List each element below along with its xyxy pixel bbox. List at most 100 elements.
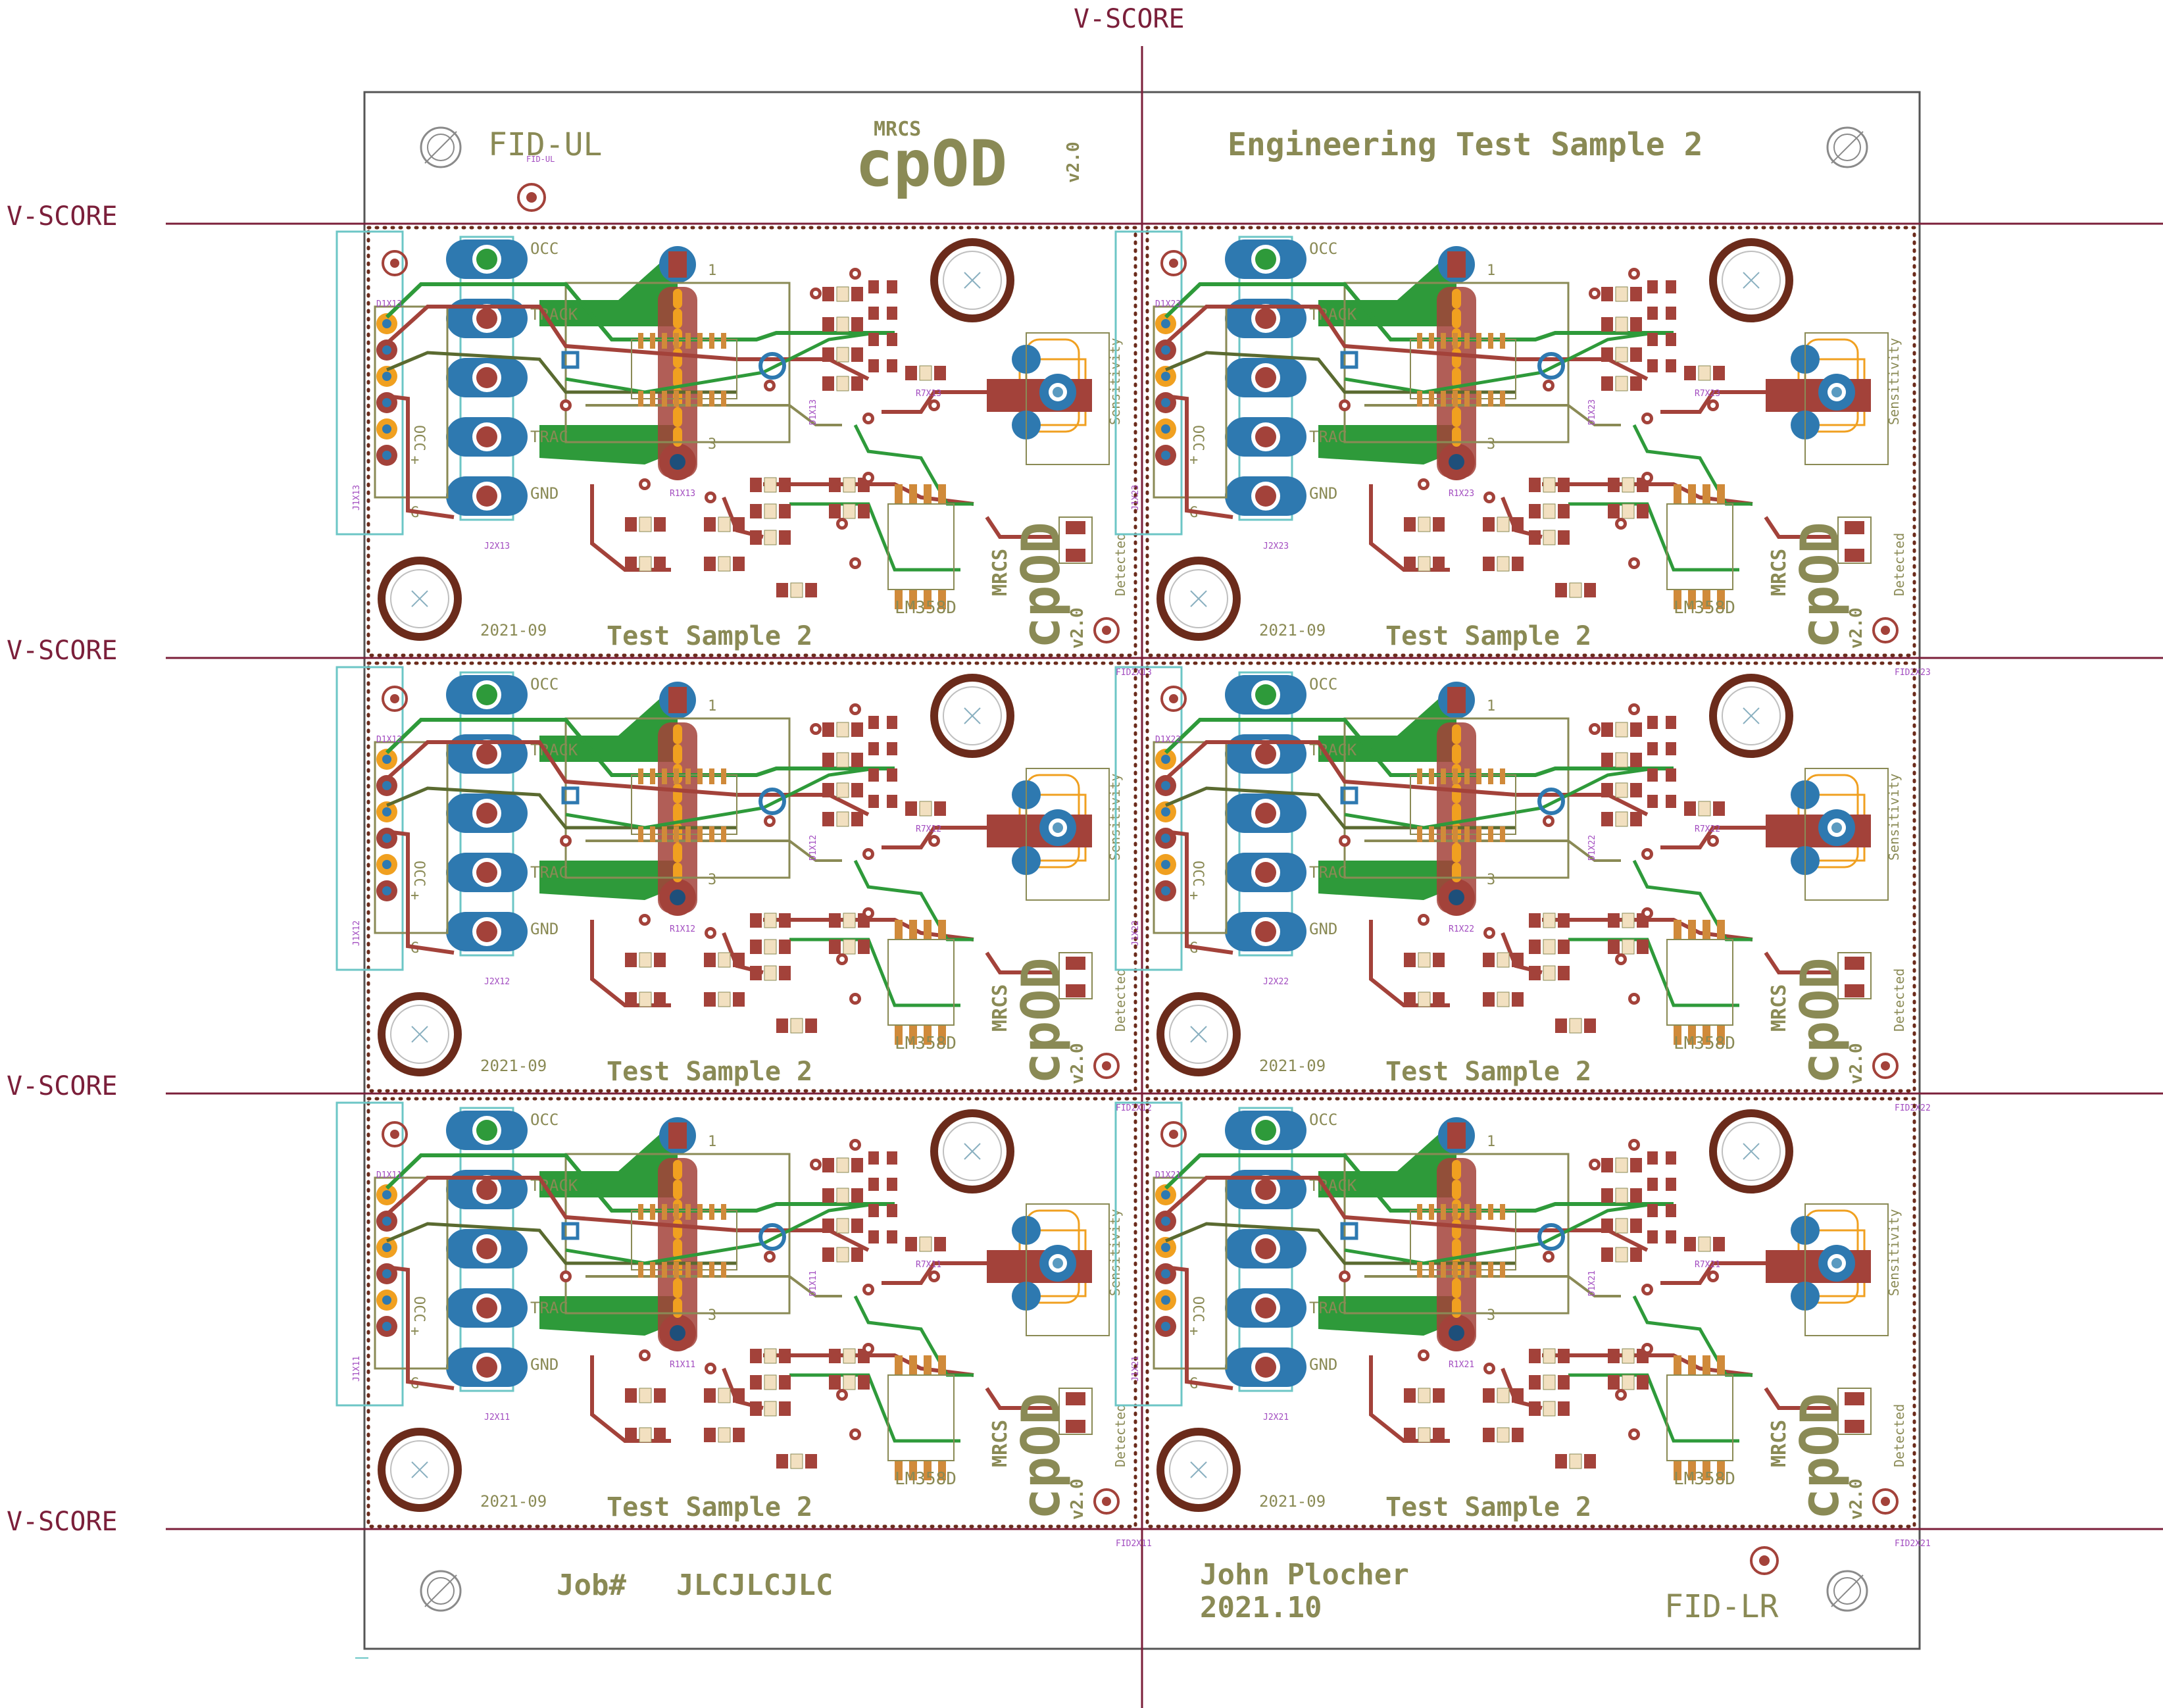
ref-j1: J1X22 — [1131, 920, 1141, 946]
board-outline — [1145, 661, 1916, 1093]
sensor-pin3-label: 3 — [1487, 872, 1495, 888]
led-pad — [1766, 1250, 1871, 1283]
ref-fid: FID2X22 — [1895, 1103, 1931, 1113]
ref-d1: D1X21 — [1155, 1170, 1181, 1180]
smd-component — [749, 503, 791, 519]
r7-resistor — [905, 801, 947, 816]
detected-label: Detected — [1112, 1404, 1128, 1467]
board-version-label: v2.0 — [1847, 607, 1866, 649]
r7-resistor — [1683, 801, 1726, 816]
board-version-label: v2.0 — [1068, 607, 1087, 649]
mount-hole — [382, 1432, 458, 1508]
smd-component — [822, 782, 864, 798]
board-mrcs-label: MRCS — [1768, 984, 1791, 1032]
terminal-gnd-label: GND — [530, 1355, 559, 1374]
smd-component — [749, 1401, 791, 1417]
fid-lr-label: FID-LR — [1664, 1588, 1778, 1625]
via-round — [758, 1223, 786, 1251]
header-occ-label: OCC — [1189, 425, 1206, 451]
led-pad — [1766, 379, 1871, 412]
smd-component — [1601, 811, 1643, 827]
header-occ-label: OCC — [410, 1296, 427, 1322]
board-outline — [366, 661, 1137, 1093]
board-mrcs-label: MRCS — [1768, 549, 1791, 596]
vscore-label-4: V-SCORE — [7, 1507, 118, 1537]
ref-d1x: D1X13 — [808, 399, 818, 425]
smd-component — [822, 1247, 864, 1263]
ref-j1: J1X12 — [352, 920, 362, 946]
sensor-pad-top-sq — [1447, 251, 1466, 278]
connector-outline — [336, 230, 404, 536]
sensor-pad-top-sq — [1447, 687, 1466, 713]
sensor-outline — [564, 282, 791, 443]
terminal-occ-label: OCC — [530, 675, 559, 693]
smd-component — [749, 1348, 791, 1364]
terminal-occ-label: OCC — [1309, 675, 1337, 693]
fid-ul-small: FID-UL — [526, 155, 555, 164]
board-date-label: 2021-09 — [1259, 1057, 1326, 1075]
board-outline — [1145, 226, 1916, 657]
ref-d1x: D1X23 — [1587, 399, 1597, 425]
sensitivity-label: Sensitivity — [1886, 1209, 1902, 1296]
board-mrcs-label: MRCS — [989, 549, 1012, 596]
terminal-trac-label: TRAC — [1309, 428, 1347, 446]
smd-component — [749, 913, 791, 928]
mount-hole — [1160, 561, 1237, 637]
smd-component — [828, 503, 870, 519]
smd-component — [703, 952, 745, 968]
connector-outline — [1114, 230, 1183, 536]
header-plus-label: + — [410, 1323, 419, 1340]
chip-label: LM358D — [1674, 598, 1735, 618]
smd-component — [1601, 376, 1643, 391]
smd-component — [624, 516, 666, 532]
ref-r1: R1X21 — [1449, 1360, 1474, 1370]
sensor-pin1-label: 1 — [1487, 1134, 1495, 1150]
vscore-lines — [166, 46, 2163, 1708]
ref-d1x: D1X22 — [1587, 835, 1597, 861]
led-pad — [987, 815, 1092, 847]
ref-r1: R1X11 — [670, 1360, 695, 1370]
led-pad — [987, 379, 1092, 412]
board-date-label: 2021-09 — [480, 621, 547, 640]
board-outline — [1145, 1097, 1916, 1528]
sensor-pad-top-sq — [668, 687, 687, 713]
sensor-pin3-label: 3 — [708, 436, 716, 453]
smd-component — [1403, 516, 1445, 532]
detected-label: Detected — [1112, 968, 1128, 1032]
detected-label: Detected — [1891, 968, 1907, 1032]
board-23: 13OCCTRACKTRACGNDOCC+GR7X23LM358DSensiti… — [1114, 226, 1931, 678]
board-cpod-label: cpOD — [1010, 957, 1072, 1084]
smd-component — [749, 477, 791, 493]
sensor-pin1-label: 1 — [1487, 263, 1495, 279]
board-outline — [366, 1097, 1137, 1528]
board-version-label: v2.0 — [1847, 1043, 1866, 1084]
smd-component — [1482, 952, 1524, 968]
board-mrcs-label: MRCS — [989, 984, 1012, 1032]
smd-component — [703, 1427, 745, 1443]
ref-j1: J1X23 — [1131, 485, 1141, 511]
smd-component — [1528, 1401, 1570, 1417]
header-plus-label: + — [1189, 1323, 1198, 1340]
header-plus-label: + — [1189, 888, 1198, 904]
smd-component — [1528, 913, 1570, 928]
r7-resistor — [905, 1236, 947, 1252]
top-mrcs: MRCS — [874, 118, 921, 141]
header-plus-label: + — [410, 452, 419, 468]
smd-component — [703, 516, 745, 532]
sensor-outline — [564, 1153, 791, 1315]
smd-component — [822, 286, 864, 302]
smd-component — [624, 556, 666, 572]
smd-component — [822, 1157, 864, 1173]
sensor-outline — [1343, 1153, 1570, 1315]
smd-component — [1554, 582, 1597, 598]
smd-component — [624, 952, 666, 968]
smd-component — [1607, 939, 1649, 955]
detected-label: Detected — [1891, 1404, 1907, 1467]
smd-component — [1554, 1018, 1597, 1034]
chip-label: LM358D — [1674, 1469, 1735, 1489]
board-name-label: Test Sample 2 — [607, 621, 812, 651]
header-plus-label: + — [1189, 452, 1198, 468]
via-round — [1537, 1223, 1565, 1251]
sensitivity-label: Sensitivity — [1886, 774, 1902, 861]
board-cpod-label: cpOD — [1010, 522, 1072, 649]
